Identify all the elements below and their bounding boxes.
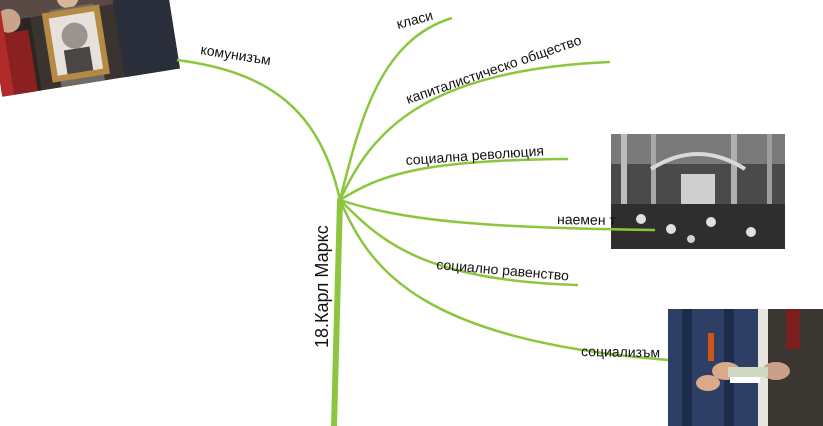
branch-line-klasi (338, 16, 453, 201)
worker-payment-photo (668, 309, 823, 426)
branch-line-ravenstvo (339, 199, 579, 287)
branch-line-kapitalistichesko (338, 60, 611, 201)
branch-label-kapitalistichesko: капиталистическо общество (404, 32, 584, 107)
branch-line-sotsializam (338, 199, 669, 362)
protest-portrait-photo (0, 0, 181, 97)
branch-line-komunizam (176, 58, 342, 201)
hall-interior-photo (611, 134, 785, 249)
branch-label-naemen: наемен т (557, 211, 617, 228)
root-trunk (331, 197, 343, 426)
branch-label-revolyutsiya: социална революция (405, 142, 544, 168)
branch-line-naemen (339, 198, 656, 232)
branch-label-sotsializam: социализъм (581, 343, 660, 360)
branch-line-revolyutsiya (339, 157, 569, 202)
root-label: 18.Карл Маркс (312, 225, 332, 348)
branch-label-komunizam: комунизъм (200, 41, 273, 68)
